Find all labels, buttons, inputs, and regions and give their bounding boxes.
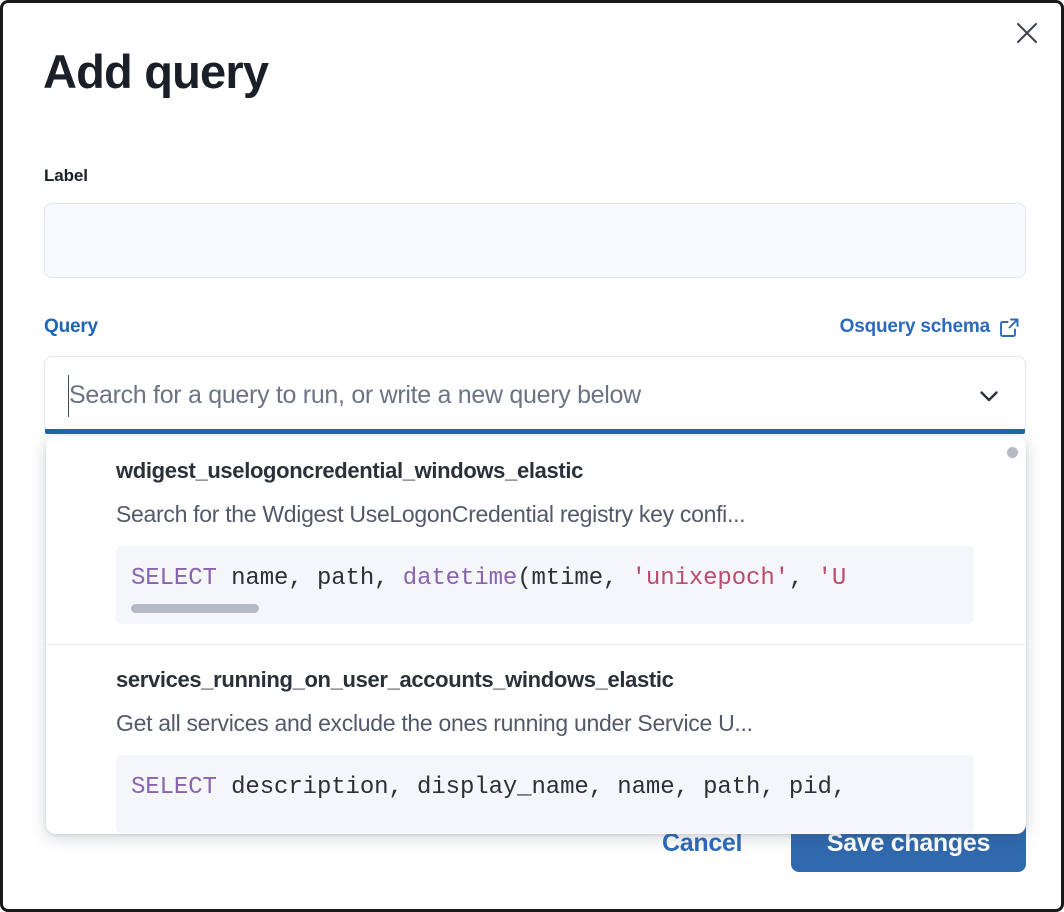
- close-button[interactable]: [1007, 13, 1047, 53]
- option-title: wdigest_uselogoncredential_windows_elast…: [116, 458, 583, 483]
- label-input[interactable]: [44, 203, 1026, 278]
- option-description: Get all services and exclude the ones ru…: [116, 710, 753, 736]
- query-options-dropdown: wdigest_uselogoncredential_windows_elast…: [46, 436, 1026, 834]
- osquery-schema-link-label: Osquery schema: [839, 316, 991, 337]
- chevron-down-icon[interactable]: [975, 382, 1003, 410]
- page-title: Add query: [43, 45, 269, 98]
- list-item[interactable]: services_running_on_user_accounts_window…: [46, 645, 1026, 833]
- list-item[interactable]: wdigest_uselogoncredential_windows_elast…: [46, 436, 1026, 645]
- option-description: Search for the Wdigest UseLogonCredentia…: [116, 501, 746, 527]
- code-horizontal-scrollbar[interactable]: [131, 604, 259, 613]
- sql-code-line: SELECT description, display_name, name, …: [131, 774, 847, 801]
- option-code-preview[interactable]: SELECT name, path, datetime(mtime, 'unix…: [116, 546, 974, 624]
- option-code-preview[interactable]: SELECT description, display_name, name, …: [116, 755, 974, 833]
- label-field-caption: Label: [44, 166, 88, 185]
- query-combobox[interactable]: [44, 356, 1026, 434]
- sql-code-line: SELECT name, path, datetime(mtime, 'unix…: [131, 565, 847, 592]
- close-icon: [1014, 20, 1040, 46]
- osquery-schema-link[interactable]: Osquery schema: [840, 316, 1020, 338]
- query-search-input[interactable]: [69, 371, 949, 419]
- option-title: services_running_on_user_accounts_window…: [116, 667, 674, 692]
- list-divider: [46, 644, 1026, 645]
- dropdown-scrollbar[interactable]: [1007, 447, 1018, 458]
- external-link-icon: [999, 317, 1020, 338]
- query-field-caption: Query: [44, 316, 98, 337]
- text-cursor: [68, 375, 69, 417]
